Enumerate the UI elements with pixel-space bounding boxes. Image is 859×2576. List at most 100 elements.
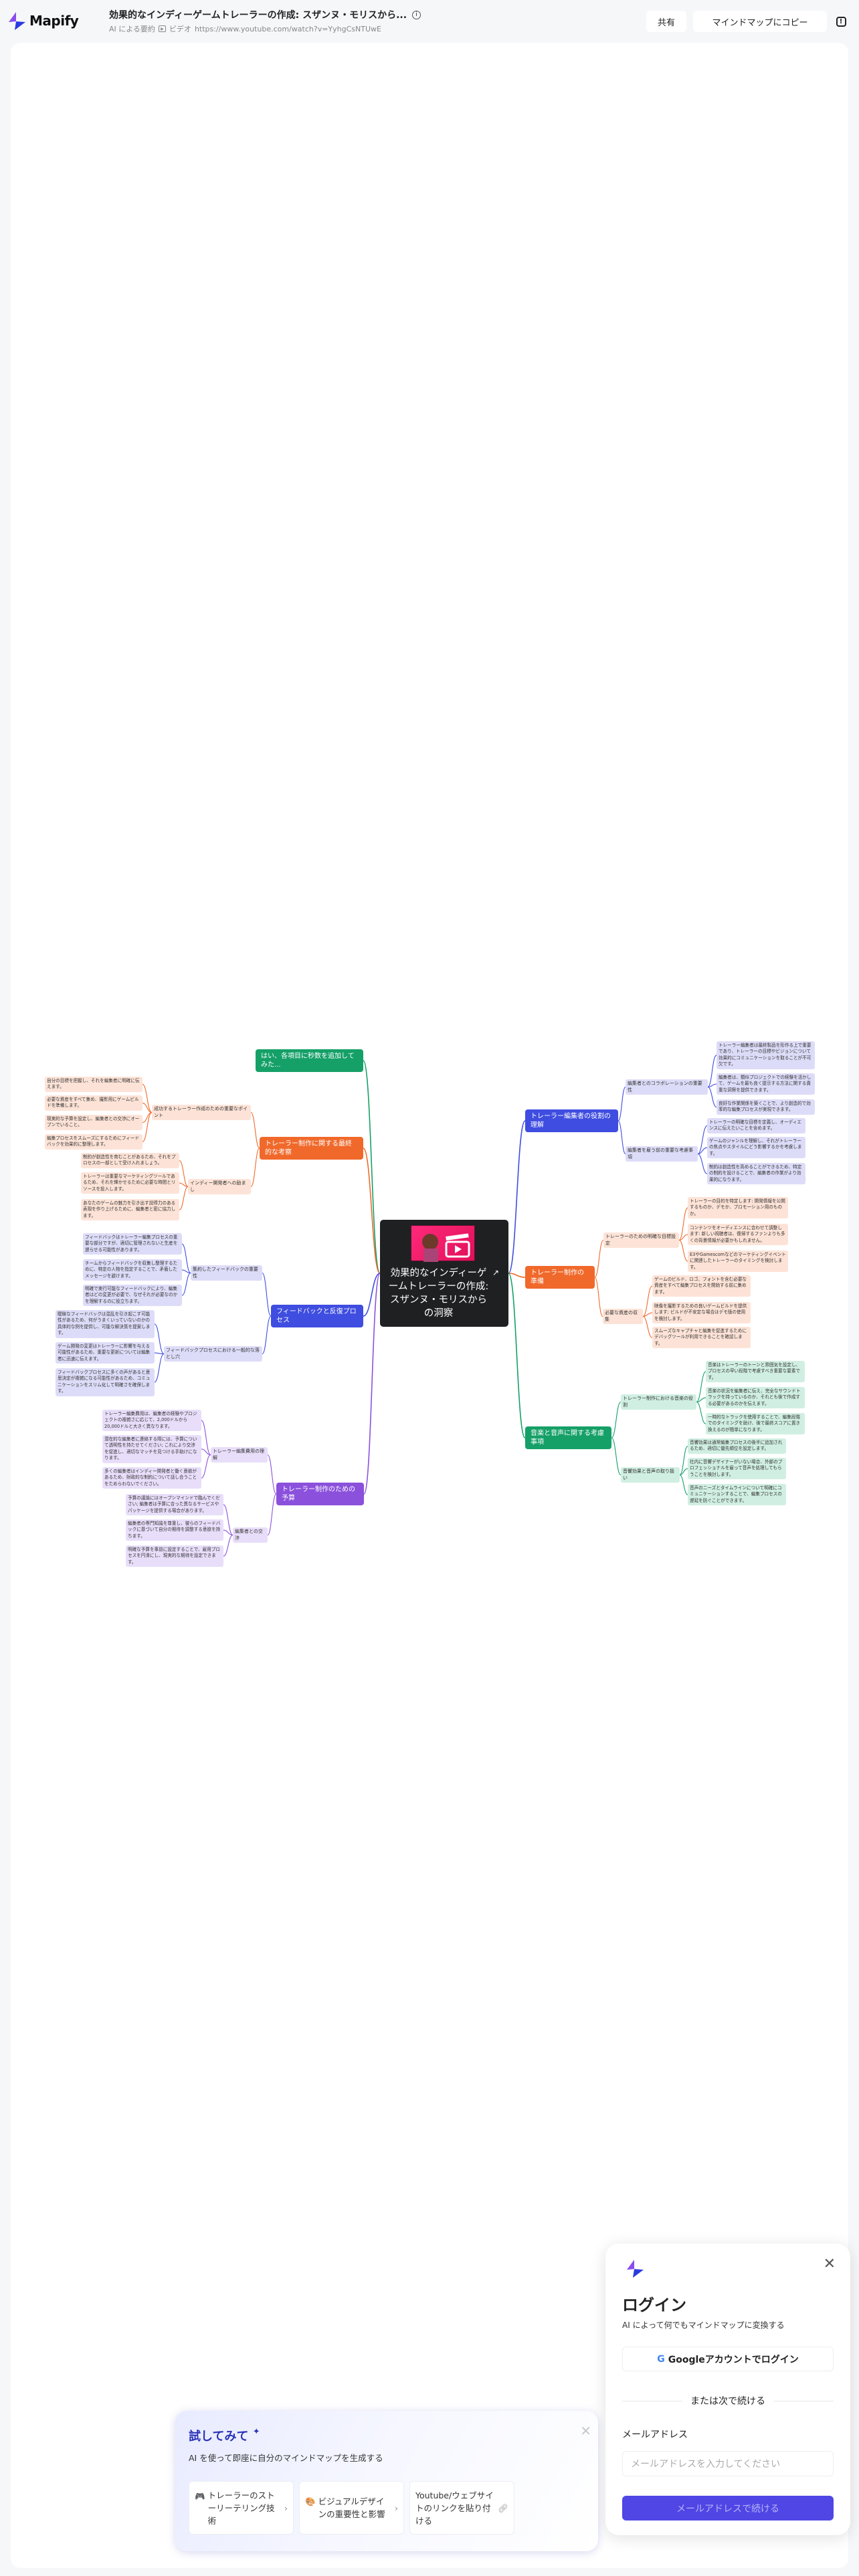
topic-label: トレーラー制作に関する最終的な考察 — [265, 1140, 352, 1156]
leaf-node[interactable]: 潜在的な編集者に連絡する際には、予算について透明性を持たせてください; これによ… — [102, 1435, 201, 1463]
leaf-node[interactable]: 音楽はトレーラーのトーンと雰囲気を設定し、プロセスの早い段階で考慮すべき重要な要… — [706, 1361, 805, 1383]
topic-label: 音楽と音声に関する考慮事項 — [531, 1430, 604, 1446]
subtopic[interactable]: 成功するトレーラー作成のための重要なポイント — [152, 1105, 251, 1120]
close-icon[interactable]: ✕ — [823, 2256, 836, 2272]
video-icon: ▶ — [158, 25, 166, 32]
subtopic[interactable]: 集約したフィードバックの重要性 — [191, 1265, 262, 1281]
leaf-node[interactable]: トレーラーの目的を特定します: 開発情報を公開するものか、デモか、プロモーション… — [688, 1197, 788, 1219]
paste-link-card[interactable]: Youtube/ウェブサイトのリンクを貼り付ける 🔗︎ — [409, 2481, 514, 2535]
main-topic-budget[interactable]: トレーラー制作のための予算 — [276, 1483, 364, 1505]
page-title-text: 効果的なインディーゲームトレーラーの作成: スザンヌ・モリスから... — [109, 10, 407, 21]
leaf-node[interactable]: フィードバックはトレーラー編集プロセスの重要な部分ですが、適切に管理されないと生… — [83, 1233, 182, 1255]
sparkle-icon: ✦ — [252, 2427, 260, 2437]
try-it-panel: ✕ 試してみて ✦ AI を使って即座に自分のマインドマップを生成する 🎮 トレ… — [175, 2411, 598, 2551]
main-topic-feedback[interactable]: フィードバックと反復プロセス — [271, 1305, 363, 1327]
close-icon[interactable]: ✕ — [580, 2423, 591, 2439]
google-login-label: Googleアカウントでログイン — [668, 2354, 799, 2365]
leaf-node[interactable]: 必要な資産をすべて集め、撮影用にゲームビルドを準備します。 — [45, 1095, 142, 1111]
leaf-node[interactable]: コンテンツをオーディエンスに合わせて調整します: 新しい視聴者は、復帰するファン… — [688, 1224, 788, 1246]
google-icon: G — [657, 2353, 665, 2365]
leaf-node[interactable]: 現実的な予算を設定し、編集者との交渉にオープンでいること。 — [45, 1115, 142, 1130]
main-topic-music-sound[interactable]: 音楽と音声に関する考慮事項 — [525, 1426, 611, 1449]
try-title: 試してみて ✦ — [189, 2427, 260, 2444]
source-url[interactable]: https://www.youtube.com/watch?v=YyhgCsNT… — [194, 24, 381, 33]
subtopic[interactable]: トレーラーのための明確な目標設定 — [603, 1232, 679, 1248]
suggestion-card[interactable]: 🎮 トレーラーのストーリーテリング技術 › — [189, 2481, 294, 2535]
leaf-node[interactable]: 制約が創造性を育むことがあるため、それをプロセスの一部として受け入れましょう。 — [81, 1153, 179, 1168]
leaf-node[interactable]: あなたのゲームの魅力を引き出す説得力のある表現を作り上げるために、編集者と密に協… — [81, 1199, 179, 1221]
leaf-node[interactable]: ゲーム開発の変更はトレーラーに影響を与える可能性があるため、重要な更新については… — [56, 1342, 155, 1364]
leaf-node[interactable]: 制約は創造性を高めることができるため、特定の制約を設けることで、編集者の作業がよ… — [707, 1163, 805, 1185]
leaf-node[interactable]: 明確で実行可能なフィードバックにより、編集者はどの変更が必要で、なぜそれが必要な… — [83, 1285, 182, 1307]
video-thumbnail — [411, 1225, 475, 1262]
leaf-node[interactable]: ゲームのビルド、ロゴ、フォントを含む必要な資産をすべて編集プロセスを開始する前に… — [652, 1275, 751, 1297]
topic-label: トレーラー編集者の役割の理解 — [531, 1113, 611, 1129]
subtopic[interactable]: トレーラー編集費用の理解 — [211, 1447, 268, 1463]
gamepad-icon: 🎮 — [195, 2491, 205, 2501]
leaf-node[interactable]: ゲームのジャンルを理解し、それがトレーラーの焦点やスタイルにどう影響するかを考慮… — [707, 1137, 805, 1159]
palette-icon: 🎨 — [305, 2496, 316, 2506]
external-link-icon[interactable]: ↗ — [492, 1268, 499, 1277]
subtopic[interactable]: 必要な資産の収集 — [603, 1309, 643, 1324]
main-topic-final-thoughts[interactable]: トレーラー制作に関する最終的な考察 — [260, 1137, 363, 1160]
topic-label: フィードバックと反復プロセス — [276, 1308, 357, 1324]
info-icon[interactable]: i — [412, 10, 421, 19]
main-topic-green[interactable]: はい、各項目に秒数を追加してみた... — [256, 1049, 363, 1072]
suggestion-label: ビジュアルデザインの重要性と影響 — [318, 2496, 385, 2519]
divider-text: または次で続ける — [690, 2396, 765, 2407]
subtopic[interactable]: 編集者を雇う前の重要な考慮事項 — [626, 1146, 698, 1162]
leaf-node[interactable]: 音声のニーズとタイムラインについて明確にコミュニケーションすることで、編集プロセ… — [688, 1484, 786, 1506]
or-divider: または次で続ける — [622, 2394, 834, 2407]
topic-label: トレーラー制作のための予算 — [282, 1486, 355, 1502]
leaf-node[interactable]: トレーラー編集費用は、編集者の経験やプロジェクトの複雑さに応じて、2,000ドル… — [102, 1410, 201, 1432]
subtopic[interactable]: 編集者との交渉 — [233, 1527, 268, 1543]
login-panel: ✕ ログイン AI によって何でもマインドマップに変換する G Googleアカ… — [605, 2244, 850, 2535]
subtopic[interactable]: トレーラー制作における音楽の役割 — [621, 1394, 696, 1410]
subtopic[interactable]: フィードバックプロセスにおける一般的な落とし穴 — [164, 1346, 262, 1362]
leaf-node[interactable]: 音響効果は通常編集プロセスの後半に追加されるため、適切に優先順位を設定します。 — [688, 1438, 786, 1454]
google-login-button[interactable]: G Googleアカウントでログイン — [622, 2347, 834, 2371]
suggestion-card[interactable]: 🎨 ビジュアルデザインの重要性と影響 › — [299, 2481, 404, 2535]
leaf-node[interactable]: 良好な作業関係を築くことで、より創造的で効率的な編集プロセスが実現できます。 — [717, 1099, 815, 1115]
leaf-node[interactable]: フィードバックプロセスに多くの声があると意思決定が複雑になる可能性があるため、コ… — [56, 1368, 155, 1396]
center-node[interactable]: 効果的なインディーゲームトレーラーの作成: スザンヌ・モリスからの洞察 ↗ — [380, 1220, 508, 1327]
email-continue-button[interactable]: メールアドレスで続ける — [622, 2496, 834, 2520]
top-bar: Mapify 効果的なインディーゲームトレーラーの作成: スザンヌ・モリスから.… — [0, 0, 859, 41]
main-topic-editor-role[interactable]: トレーラー編集者の役割の理解 — [525, 1109, 618, 1132]
feedback-button[interactable]: ! — [832, 11, 850, 32]
leaf-node[interactable]: 一時的なトラックを使用することで、編集段階でのタイミングを助け、後で最終スコアに… — [706, 1413, 805, 1435]
leaf-node[interactable]: 多くの編集者はインディー開発者と働く意欲があるため、財政的な制約について話し合う… — [102, 1467, 201, 1489]
leaf-node[interactable]: E3やGamescomなどのマーケティングイベントに関連したトレーラーのタイミン… — [688, 1251, 788, 1273]
feedback-icon: ! — [836, 16, 846, 27]
share-button[interactable]: 共有 — [646, 11, 686, 32]
chevron-right-icon: › — [395, 2502, 398, 2513]
leaf-node[interactable]: トレーラー編集者は最終製品を形作る上で重要であり、トレーラーの目標やビジョンにつ… — [717, 1041, 815, 1069]
subtopic[interactable]: 編集者とのコラボレーションの重要性 — [626, 1079, 708, 1095]
mapify-logo[interactable]: Mapify — [7, 11, 79, 31]
main-topic-preparation[interactable]: トレーラー制作の準備 — [525, 1266, 595, 1289]
topic-label: トレーラー制作の準備 — [531, 1269, 584, 1285]
leaf-node[interactable]: トレーラーは重要なマーケティングツールであるため、それを輝かせるために必要な時間… — [81, 1172, 179, 1194]
suggestion-label: Youtube/ウェブサイトのリンクを貼り付ける — [415, 2490, 494, 2526]
leaf-node[interactable]: 予算の議論にはオープンマインドで臨んでください; 編集者は予算に合った異なるサー… — [126, 1494, 223, 1516]
leaf-node[interactable]: 曖昧なフィードバックは混乱を引き起こす可能性があるため、何がうまくいっていないの… — [56, 1310, 155, 1338]
leaf-node[interactable]: 編集者は、類似プロジェクトでの経験を活かして、ゲームを最も良く提示する方法に関す… — [717, 1073, 815, 1095]
leaf-node[interactable]: 映像を撮影するための良いゲームビルドを提供します; ビルドが不安定な場合はデモ版… — [652, 1302, 751, 1324]
leaf-node[interactable]: 明確な予算を事前に設定することで、雇用プロセスを円滑にし、現実的な期待を設定でき… — [126, 1545, 223, 1568]
leaf-node[interactable]: トレーラーの明確な目標を定義し、オーディエンスに伝えたいことを含めます。 — [707, 1118, 805, 1134]
leaf-node[interactable]: 社内に音響デザイナーがいない場合、外部のプロフェッショナルを雇って音声を処理して… — [688, 1458, 786, 1480]
email-input[interactable]: メールアドレスを入力してください — [622, 2451, 834, 2476]
subtopic[interactable]: 音響効果と音声の取り扱い — [621, 1467, 680, 1483]
leaf-node[interactable]: 自分の目標を把握し、それを編集者に明確に伝えます。 — [45, 1077, 142, 1092]
summary-label: AI による要約 — [109, 25, 155, 33]
leaf-node[interactable]: 音楽の状況を編集者に伝え、完全なサウンドトラックを持っているのか、それとも後で作… — [706, 1387, 805, 1409]
leaf-node[interactable]: 編集プロセスをスムーズにするためにフィードバックを効果的に整理します。 — [45, 1134, 142, 1150]
leaf-node[interactable]: チームからフィードバックを収集し整理するために、特定の人物を指定することで、矛盾… — [83, 1259, 182, 1281]
leaf-node[interactable]: 編集者の専門知識を尊重し、彼らのフィードバックに基づいて自分の期待を調整する意欲… — [126, 1519, 223, 1541]
copy-to-mindmap-button[interactable]: マインドマップにコピー — [693, 11, 827, 32]
subtopic[interactable]: インディー開発者への励まし — [188, 1179, 251, 1194]
leaf-node[interactable]: スムーズなキャプチャと編集を促進するためにデバッグツールが利用できることを確認し… — [652, 1327, 751, 1349]
page-title: 効果的なインディーゲームトレーラーの作成: スザンヌ・モリスから... i — [109, 8, 421, 21]
chevron-right-icon: › — [284, 2502, 288, 2513]
topic-label: はい、各項目に秒数を追加してみた... — [261, 1053, 355, 1069]
